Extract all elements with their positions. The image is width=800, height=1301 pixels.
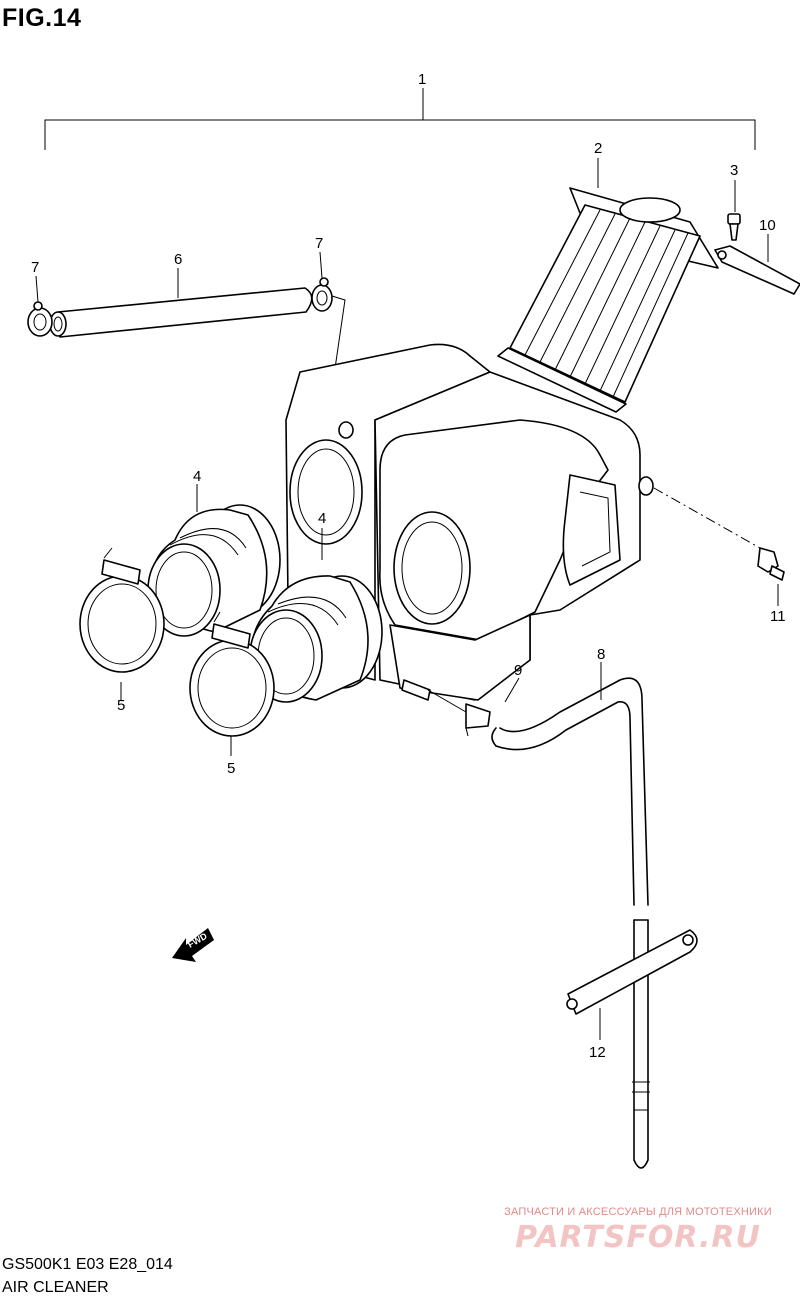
model-code: GS500K1 E03 E28_014 xyxy=(2,1256,173,1273)
callout-9: 9 xyxy=(514,662,522,679)
callout-11: 11 xyxy=(770,608,786,625)
part-3-screw xyxy=(727,180,741,241)
callout-8: 8 xyxy=(597,646,605,663)
watermark-logo: PARTSFOR.RU xyxy=(515,1220,761,1255)
callout-5-front: 5 xyxy=(227,760,235,777)
part-2-filter-element xyxy=(497,158,719,413)
forward-direction-marker: FWD xyxy=(172,928,214,962)
part-10-bracket xyxy=(714,234,800,295)
watermark-tagline: ЗАПЧАСТИ И АКСЕССУАРЫ ДЛЯ МОТОТЕХНИКИ xyxy=(504,1206,772,1218)
part-11-bolt xyxy=(653,487,785,606)
callout-labels: 1 2 3 4 4 5 5 6 7 7 8 9 10 11 12 xyxy=(31,71,786,1061)
part-6-breather-tube xyxy=(49,268,313,338)
callout-1: 1 xyxy=(418,71,426,88)
part-7-clip-left xyxy=(27,275,53,337)
assembly-bracket-leader xyxy=(44,88,756,150)
air-cleaner-case xyxy=(285,343,654,701)
callout-6: 6 xyxy=(174,251,182,268)
part-5-clamp-rear xyxy=(79,547,165,700)
part-7-clip-right xyxy=(311,251,346,431)
callout-4-front: 4 xyxy=(318,510,326,527)
callout-7-left: 7 xyxy=(31,259,39,276)
callout-7-right: 7 xyxy=(315,235,323,252)
part-9-clip xyxy=(427,677,520,737)
callout-3: 3 xyxy=(730,162,738,179)
callout-5-rear: 5 xyxy=(117,697,125,714)
part-4-intake-pipe-rear xyxy=(147,484,281,637)
callout-2: 2 xyxy=(594,140,602,157)
part-4-intake-pipe-front xyxy=(249,528,383,703)
callout-12: 12 xyxy=(589,1044,606,1061)
callout-4-rear: 4 xyxy=(193,468,201,485)
watermark: ЗАПЧАСТИ И АКСЕССУАРЫ ДЛЯ МОТОТЕХНИКИ PA… xyxy=(488,1206,788,1255)
part-8-drain-hose xyxy=(491,662,650,1169)
callout-10: 10 xyxy=(759,217,776,234)
part-12-hose-guide xyxy=(566,929,698,1040)
section-name: AIR CLEANER xyxy=(2,1279,109,1296)
part-5-clamp-front xyxy=(189,611,275,756)
figure-title: FIG.14 xyxy=(2,4,82,32)
